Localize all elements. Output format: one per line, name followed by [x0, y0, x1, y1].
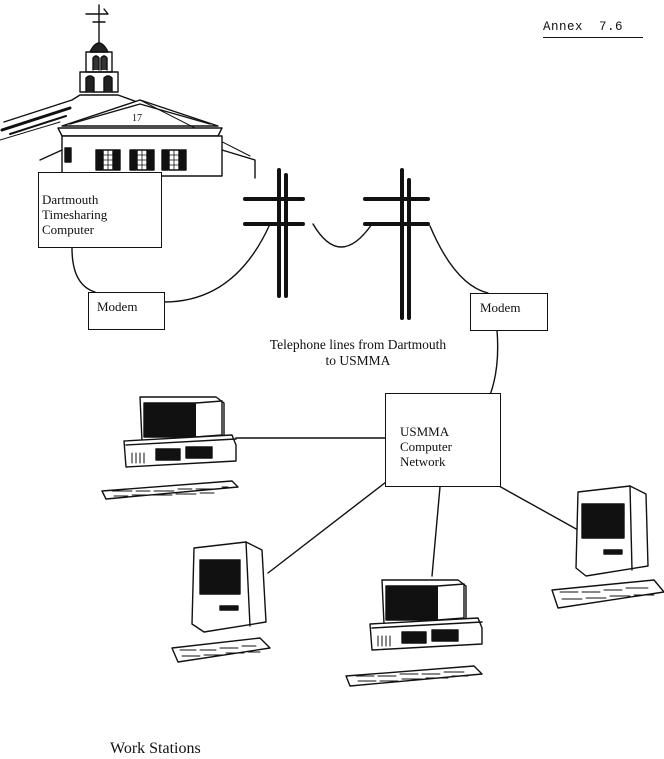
- connection-line: [429, 225, 489, 294]
- modem-right-label: Modem: [480, 300, 521, 315]
- modem-right-box: Modem: [470, 293, 548, 331]
- workstation-icon: [551, 485, 664, 609]
- connection-line: [489, 329, 499, 396]
- modem-left-label: Modem: [97, 299, 138, 314]
- modem-left-box: Modem: [88, 292, 165, 330]
- workstations-caption: Work Stations: [110, 740, 201, 758]
- dartmouth-hall-icon: 17: [0, 4, 256, 179]
- connection-line: [163, 223, 271, 303]
- annex-label: Annex 7.6: [543, 20, 643, 38]
- connection-line: [431, 486, 441, 577]
- svg-text:17: 17: [132, 113, 142, 124]
- telephone-pole-icon: [243, 168, 305, 298]
- workstation-icon: [101, 396, 239, 500]
- dartmouth-computer-box: Dartmouth Timesharing Computer: [38, 172, 162, 248]
- connection-line: [498, 485, 579, 531]
- connection-line: [267, 481, 387, 574]
- connection-line: [71, 247, 96, 293]
- usmma-network-label: USMMA Computer Network: [400, 424, 452, 469]
- workstation-icon: [345, 579, 483, 687]
- dartmouth-computer-label: Dartmouth Timesharing Computer: [42, 192, 108, 237]
- telephone-caption: Telephone lines from Dartmouth to USMMA: [238, 337, 478, 369]
- usmma-network-box: USMMA Computer Network: [385, 393, 501, 487]
- connection-line: [312, 223, 373, 248]
- telephone-pole-icon: [363, 168, 430, 320]
- workstation-icon: [171, 541, 271, 663]
